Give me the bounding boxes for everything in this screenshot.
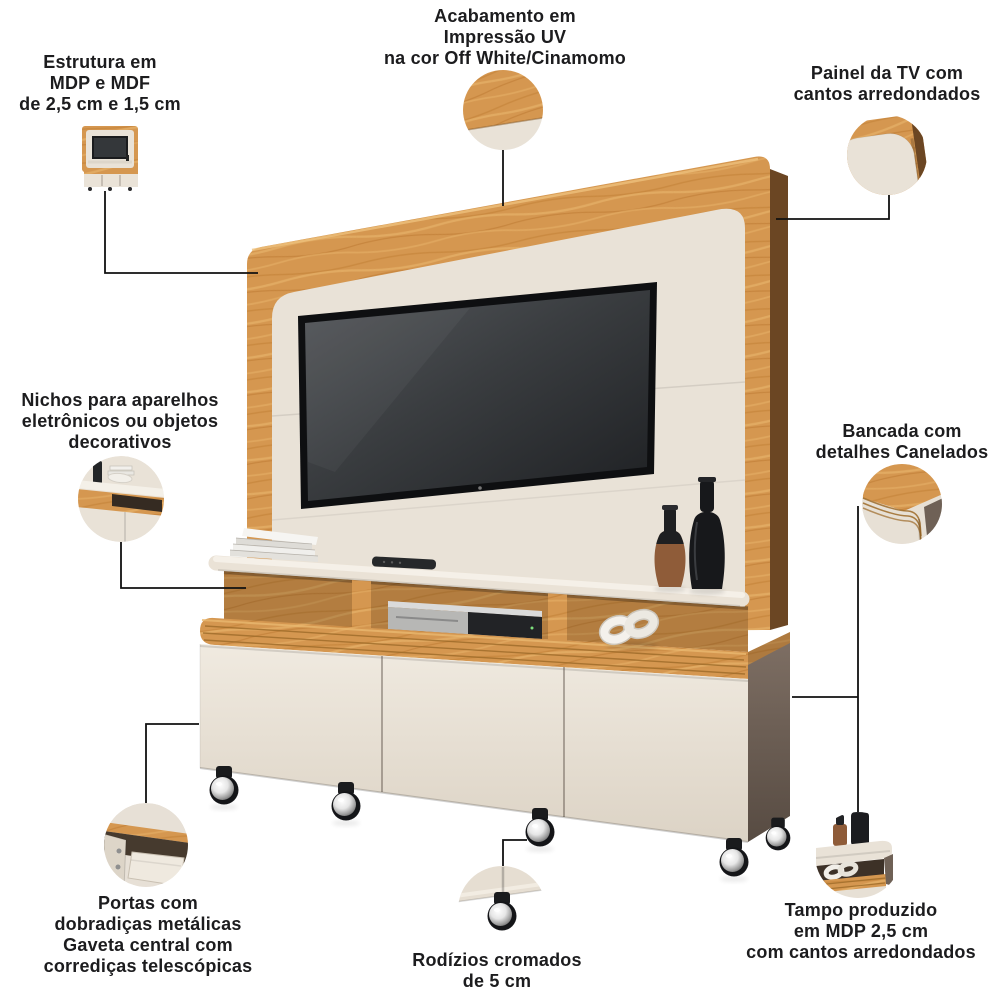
cabinet-wood-band [200, 617, 748, 679]
detail-circle-portas [104, 803, 188, 887]
callout-text-line: decorativos [68, 432, 172, 452]
detail-circle-nichos [78, 456, 164, 542]
detail-circle-rodizios [458, 866, 546, 954]
decor-books [229, 528, 319, 562]
callout-text-line: Acabamento em [434, 6, 576, 26]
hinge [116, 848, 122, 854]
callout-text-line: de 5 cm [462, 971, 532, 991]
decor-sculpture [598, 608, 660, 650]
callout-label-tampo: Tampo produzido em MDP 2,5 cm com cantos… [746, 900, 976, 963]
callout-label-acabamento: Acabamento em Impressão UV na cor Off Wh… [384, 6, 626, 69]
callout-label-nichos: Nichos para aparelhos eletrônicos ou obj… [21, 390, 218, 453]
cabinet-side-wood [748, 632, 790, 667]
connector-lines [104, 150, 890, 867]
detail-circle-bancada [862, 464, 942, 544]
connector-rodizios [502, 839, 527, 867]
callout-text-line: na cor Off White/Cinamomo [383, 48, 627, 68]
callout-text-line: Estrutura em [43, 52, 157, 72]
callout-text-line: MDP e MDF [49, 73, 151, 93]
connector-estrutura [104, 191, 258, 274]
product-thumbnail [82, 126, 138, 191]
callout-text-line: detalhes Canelados [815, 442, 989, 462]
niche-divider [352, 580, 371, 628]
callout-text-line: Rodízios cromados [412, 950, 582, 970]
detail-circle-tampo [815, 812, 901, 898]
cabinet-doors [200, 644, 748, 842]
callout-text-line: com cantos arredondados [746, 942, 976, 962]
callout-text-line: corrediças telescópicas [43, 956, 253, 976]
callout-text-line: Painel da TV com [810, 63, 964, 83]
callout-text-line: Bancada com [842, 421, 962, 441]
callout-text-line: Gaveta central com [63, 935, 233, 955]
connector-portas [145, 723, 199, 803]
cabinet-side-panel [748, 643, 790, 842]
callout-text-line: Tampo produzido [784, 900, 938, 920]
callout-text-line: eletrônicos ou objetos [21, 411, 219, 431]
tv [298, 282, 657, 509]
callout-text-line: cantos arredondados [793, 84, 981, 104]
callout-text-line: dobradiças metálicas [54, 914, 242, 934]
callout-label-portas: Portas com dobradiças metálicas Gaveta c… [44, 893, 253, 977]
callout-text-line: Impressão UV [443, 27, 567, 47]
tv-logo [478, 486, 482, 490]
detail-circle-acabamento [463, 70, 543, 150]
callout-label-bancada: Bancada com detalhes Canelados [816, 421, 989, 463]
detail-circle-painel [847, 115, 927, 195]
callout-text-line: de 2,5 cm e 1,5 cm [19, 94, 181, 114]
decor-vases [654, 477, 725, 595]
callout-text-line: Nichos para aparelhos [21, 390, 219, 410]
hinge [115, 864, 121, 870]
callout-text-line: Portas com [97, 893, 199, 913]
connector-bancada-tampo [792, 506, 859, 812]
callout-label-estrutura: Estrutura em MDP e MDF de 2,5 cm e 1,5 c… [19, 52, 181, 115]
callout-text-line: em MDP 2,5 cm [793, 921, 929, 941]
decor-remote [371, 556, 437, 570]
casters [209, 766, 791, 882]
connector-nichos [120, 542, 246, 589]
caster-wheel [719, 838, 749, 877]
niche-divider [548, 593, 567, 641]
callout-label-painel: Painel da TV com cantos arredondados [794, 63, 981, 105]
connector-painel [776, 195, 890, 220]
callout-label-rodizios: Rodízios cromados de 5 cm [412, 950, 581, 992]
cabinet [199, 617, 790, 843]
